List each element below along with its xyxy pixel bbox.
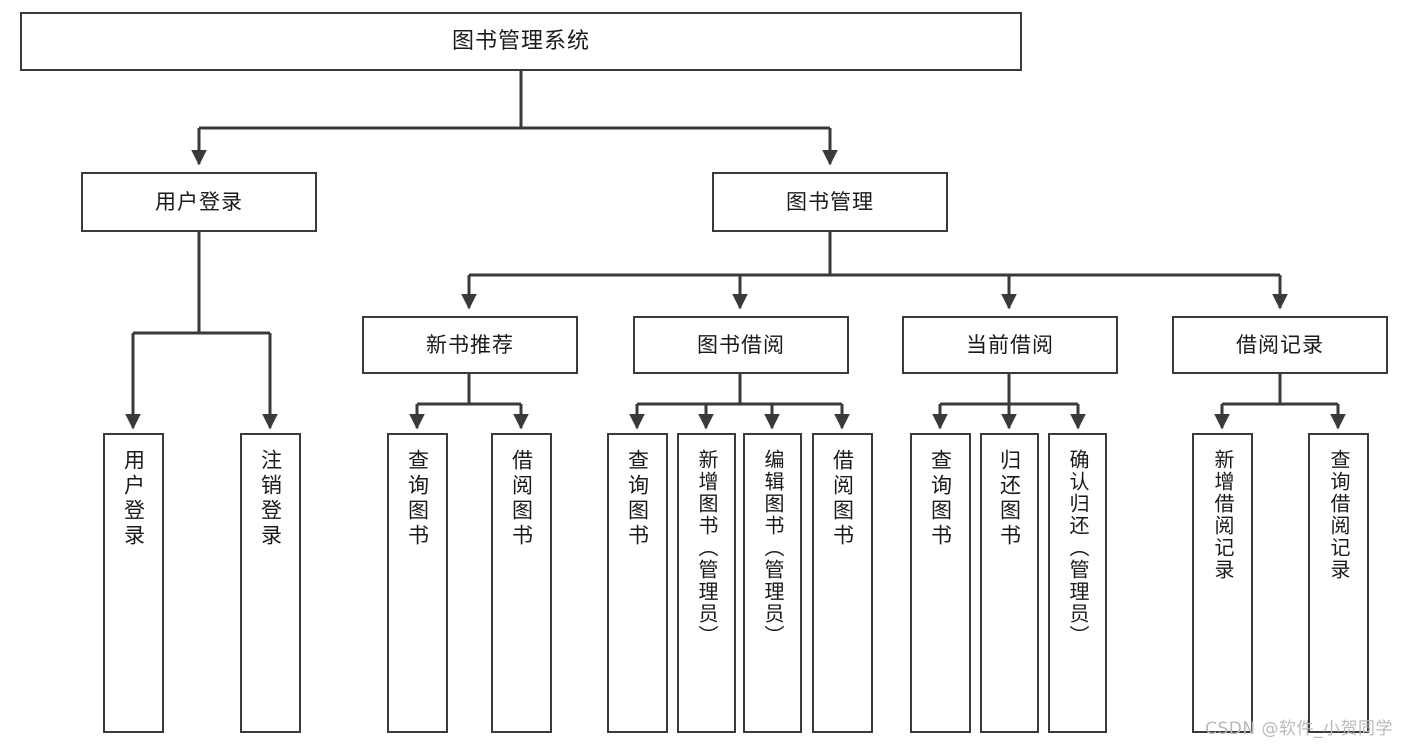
node-new-book-recommend[interactable]: 新书推荐 — [362, 316, 578, 374]
node-book-borrow-label: 图书借阅 — [697, 332, 785, 357]
leaf-label: 新增借阅记录 — [1211, 449, 1235, 581]
node-root-label: 图书管理系统 — [451, 28, 590, 54]
node-borrow-record-label: 借阅记录 — [1236, 332, 1324, 357]
leaf-label: 查询图书 — [625, 449, 650, 549]
node-borrow-record[interactable]: 借阅记录 — [1172, 316, 1388, 374]
node-root[interactable]: 图书管理系统 — [20, 12, 1022, 71]
leaf-current-borrow-confirm-return-admin[interactable]: 确认归还（管理员） — [1048, 433, 1107, 733]
leaf-label: 新增图书（管理员） — [695, 449, 719, 647]
node-book-manage-label: 图书管理 — [786, 189, 874, 214]
node-user-login-label: 用户登录 — [155, 189, 243, 214]
leaf-borrow-record-query-record[interactable]: 查询借阅记录 — [1308, 433, 1369, 733]
node-current-borrow-label: 当前借阅 — [966, 332, 1054, 357]
leaf-current-borrow-query-book[interactable]: 查询图书 — [910, 433, 971, 733]
leaf-book-borrow-add-book-admin[interactable]: 新增图书（管理员） — [677, 433, 736, 733]
leaf-user-login-logout[interactable]: 注销登录 — [240, 433, 301, 733]
leaf-user-login-login[interactable]: 用户登录 — [103, 433, 164, 733]
leaf-book-borrow-borrow-book[interactable]: 借阅图书 — [812, 433, 873, 733]
node-book-borrow[interactable]: 图书借阅 — [633, 316, 849, 374]
leaf-label: 归还图书 — [997, 449, 1022, 549]
leaf-new-book-query-book[interactable]: 查询图书 — [387, 433, 448, 733]
leaf-label: 注销登录 — [258, 449, 283, 549]
leaf-label: 用户登录 — [121, 449, 146, 549]
leaf-label: 查询图书 — [928, 449, 953, 549]
node-user-login[interactable]: 用户登录 — [81, 172, 317, 232]
node-current-borrow[interactable]: 当前借阅 — [902, 316, 1118, 374]
leaf-label: 查询图书 — [405, 449, 430, 549]
leaf-label: 编辑图书（管理员） — [761, 449, 785, 647]
leaf-label: 借阅图书 — [830, 449, 855, 549]
leaf-label: 查询借阅记录 — [1327, 449, 1351, 581]
leaf-label: 借阅图书 — [509, 449, 534, 549]
leaf-current-borrow-return-book[interactable]: 归还图书 — [980, 433, 1039, 733]
node-book-manage[interactable]: 图书管理 — [712, 172, 948, 232]
node-new-book-recommend-label: 新书推荐 — [426, 332, 514, 357]
leaf-new-book-borrow-book[interactable]: 借阅图书 — [491, 433, 552, 733]
leaf-book-borrow-query-book[interactable]: 查询图书 — [607, 433, 668, 733]
leaf-label: 确认归还（管理员） — [1066, 449, 1090, 647]
leaf-borrow-record-add-record[interactable]: 新增借阅记录 — [1192, 433, 1253, 733]
leaf-book-borrow-edit-book-admin[interactable]: 编辑图书（管理员） — [743, 433, 802, 733]
